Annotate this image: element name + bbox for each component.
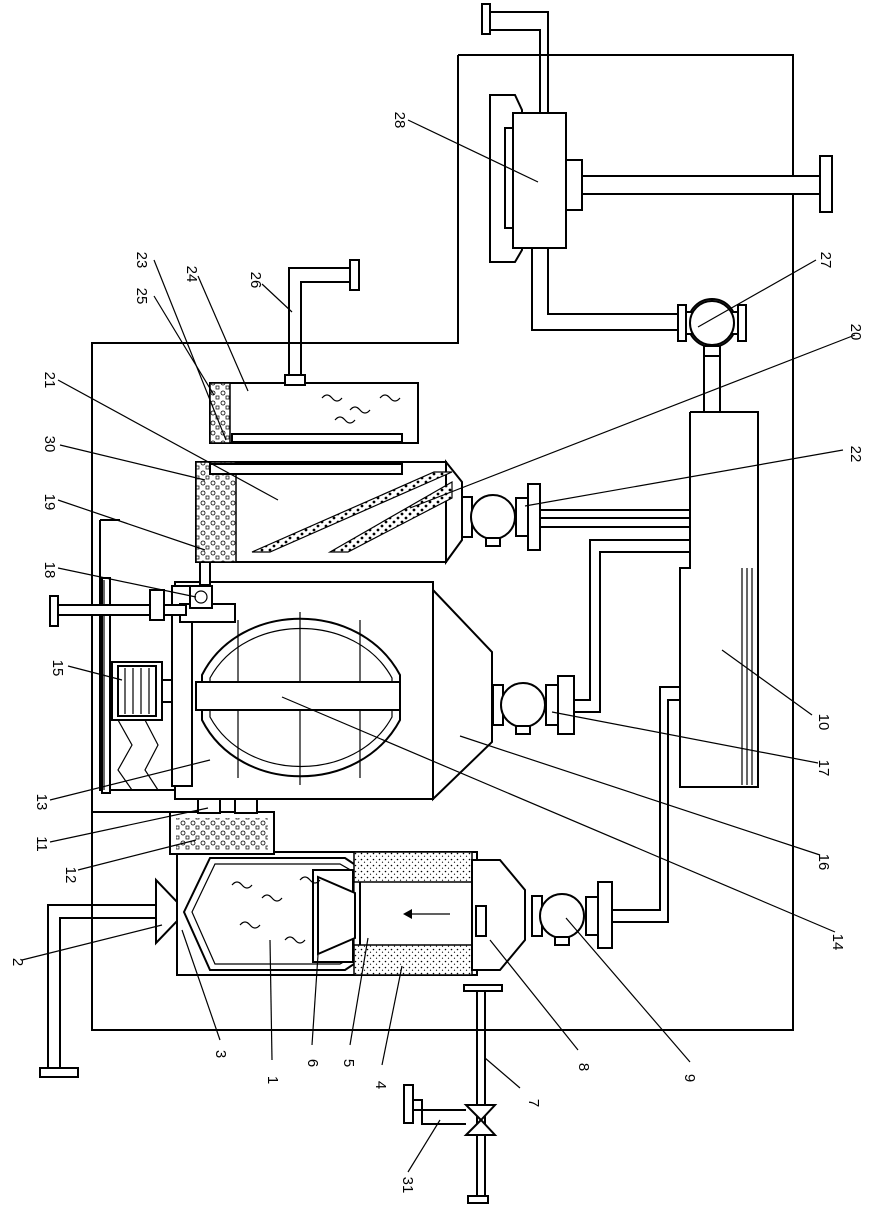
leader-4 [382,966,402,1065]
callout-23: 23 [131,245,151,275]
callout-19: 19 [39,487,59,517]
callout-13: 13 [31,787,51,817]
pump-22 [462,484,540,550]
leader-26 [262,284,292,312]
filter-block-12 [170,797,274,854]
callout-12: 12 [60,860,80,890]
callout-15: 15 [47,653,67,683]
callout-18: 18 [39,555,59,585]
callout-21: 21 [39,365,59,395]
leader-7 [485,1058,520,1088]
callout-8: 8 [573,1052,593,1082]
callout-17: 17 [813,753,833,783]
callout-2: 2 [7,947,27,977]
leader-25 [154,296,214,395]
callout-20: 20 [845,317,865,347]
callout-25: 25 [131,281,151,311]
callout-11: 11 [31,829,51,859]
leader-9 [566,918,690,1062]
blower-unit-28 [490,95,832,262]
pipe-27-to-10 [704,356,720,412]
callout-22: 22 [845,439,865,469]
leader-20 [410,335,855,508]
callout-1: 1 [262,1065,282,1095]
pipe-28-to-27 [532,248,680,330]
callout-14: 14 [827,927,847,957]
callout-7: 7 [523,1088,543,1118]
callout-16: 16 [813,847,833,877]
callout-4: 4 [370,1070,390,1100]
tank-10 [680,412,758,787]
leader-22 [525,450,843,506]
pump-27 [678,299,746,356]
pump-9 [532,687,680,948]
leader-27 [698,260,816,327]
callout-30: 30 [39,429,59,459]
callout-6: 6 [302,1048,322,1078]
drain-pipe-7 [404,985,502,1203]
callout-31: 31 [397,1170,417,1200]
callout-27: 27 [815,245,835,275]
callout-28: 28 [389,105,409,135]
tank-24 [210,375,418,443]
leader-31 [408,1120,440,1172]
pump-17 [493,676,574,734]
leader-24 [198,276,248,391]
reactor-vessel-1 [177,852,525,975]
callout-5: 5 [338,1048,358,1078]
callout-26: 26 [245,265,265,295]
callout-24: 24 [181,259,201,289]
leader-19 [58,500,205,550]
callout-9: 9 [679,1063,699,1093]
leader-8 [490,940,578,1050]
pipe-26 [289,260,359,376]
callout-10: 10 [813,707,833,737]
callout-3: 3 [210,1039,230,1069]
inlet-pipe-2 [40,880,180,1077]
leader-30 [60,445,205,480]
